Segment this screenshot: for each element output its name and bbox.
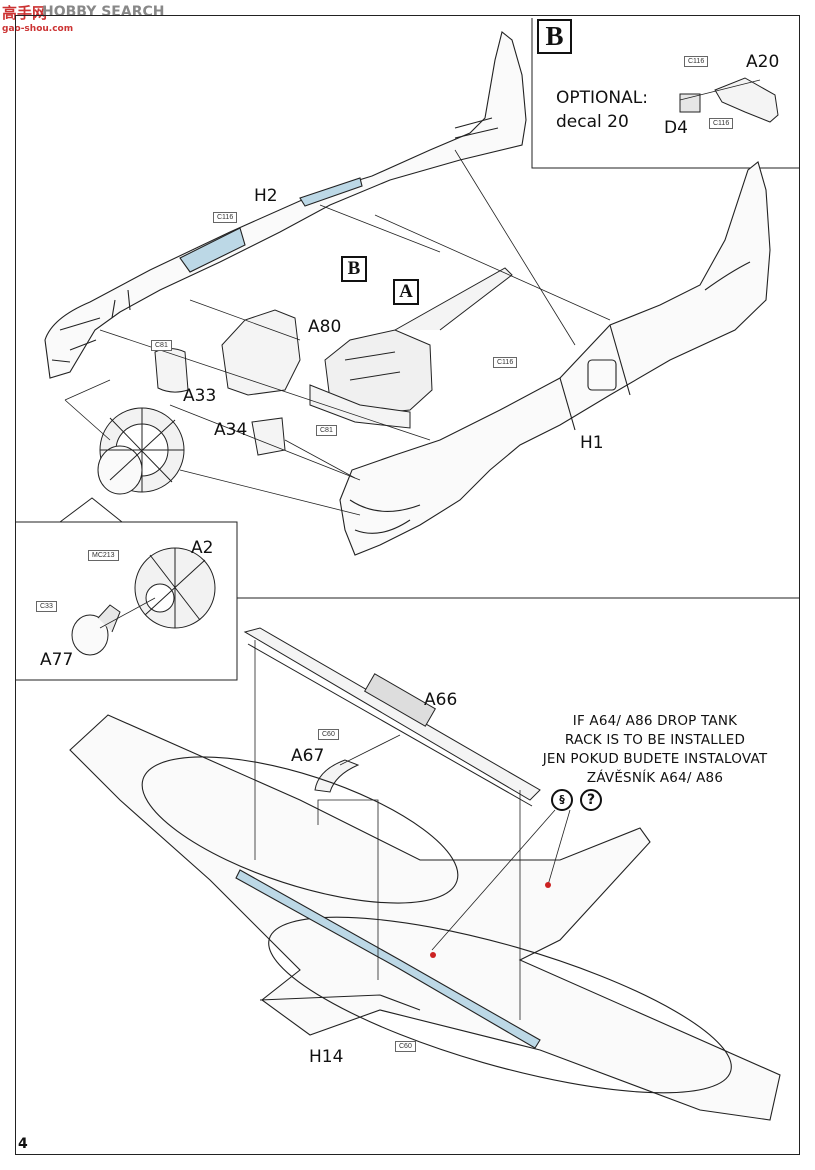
part-a67 [314, 759, 360, 793]
engine-callout-lines [59, 497, 123, 523]
label-a34: A34 [214, 420, 248, 440]
label-a67: A67 [291, 746, 325, 766]
drill-holes-icon: § [551, 789, 573, 811]
note-line: JEN POKUD BUDETE INSTALOVAT [542, 751, 768, 767]
wing-h14 [69, 714, 781, 1121]
label-h2: H2 [254, 186, 278, 206]
page-frame [15, 15, 800, 1155]
drill-holes [430, 882, 551, 958]
engine-inset-border [15, 598, 238, 681]
partbox-c81-a33: C81 [151, 340, 172, 351]
partbox-mc213: MC213 [88, 550, 119, 561]
label-a33: A33 [183, 386, 217, 406]
optional-decal: decal 20 [556, 112, 629, 132]
page-number: 4 [18, 1136, 28, 1152]
fuselage-h2 [44, 31, 527, 379]
marker-a: A [393, 279, 419, 305]
partbox-c33: C33 [36, 601, 57, 612]
label-a2: A2 [191, 538, 214, 558]
label-a77: A77 [40, 650, 74, 670]
partbox-c116-h1: C116 [493, 357, 518, 368]
optional-inset-border [531, 18, 800, 169]
watermark-url: gao-shou.com [2, 24, 74, 34]
part-a34 [251, 417, 286, 456]
label-d4: D4 [664, 118, 688, 138]
part-a66 [243, 627, 541, 807]
note-line: ZÁVĚSNÍK A64/ A86 [586, 770, 724, 786]
engine-inset [71, 547, 216, 656]
note-line: IF A64/ A86 DROP TANK [572, 713, 738, 729]
optional-label: OPTIONAL: [556, 88, 648, 108]
label-a20: A20 [746, 52, 780, 72]
label-h14: H14 [309, 1047, 344, 1067]
watermark-logo: 高手网 [2, 4, 48, 22]
label-a80: A80 [308, 317, 342, 337]
partbox-c116-h2: C116 [213, 212, 238, 223]
partbox-c60-a67: C60 [318, 729, 339, 740]
watermark-brand: HOBBY SEARCH [42, 4, 165, 20]
partbox-c81-a34: C81 [316, 425, 337, 436]
part-a80 [221, 309, 301, 396]
cockpit-tub [309, 267, 513, 429]
marker-b: B [341, 256, 367, 282]
question-icon: ? [580, 789, 602, 811]
note-line: RACK IS TO BE INSTALLED [564, 732, 746, 748]
part-a20 [714, 77, 779, 123]
label-a66: A66 [424, 690, 458, 710]
marker-b-inset: B [537, 19, 572, 54]
section-divider [15, 521, 800, 599]
fuselage-h1 [339, 161, 771, 556]
partbox-c116-d4: C116 [709, 118, 734, 129]
partbox-c116-a20: C116 [684, 56, 709, 67]
part-d4 [679, 93, 701, 113]
engine-main [97, 407, 185, 495]
drop-tank-note: IF A64/ A86 DROP TANK RACK IS TO BE INST… [505, 712, 805, 788]
label-h1: H1 [580, 433, 604, 453]
partbox-c60-h14: C60 [395, 1041, 416, 1052]
